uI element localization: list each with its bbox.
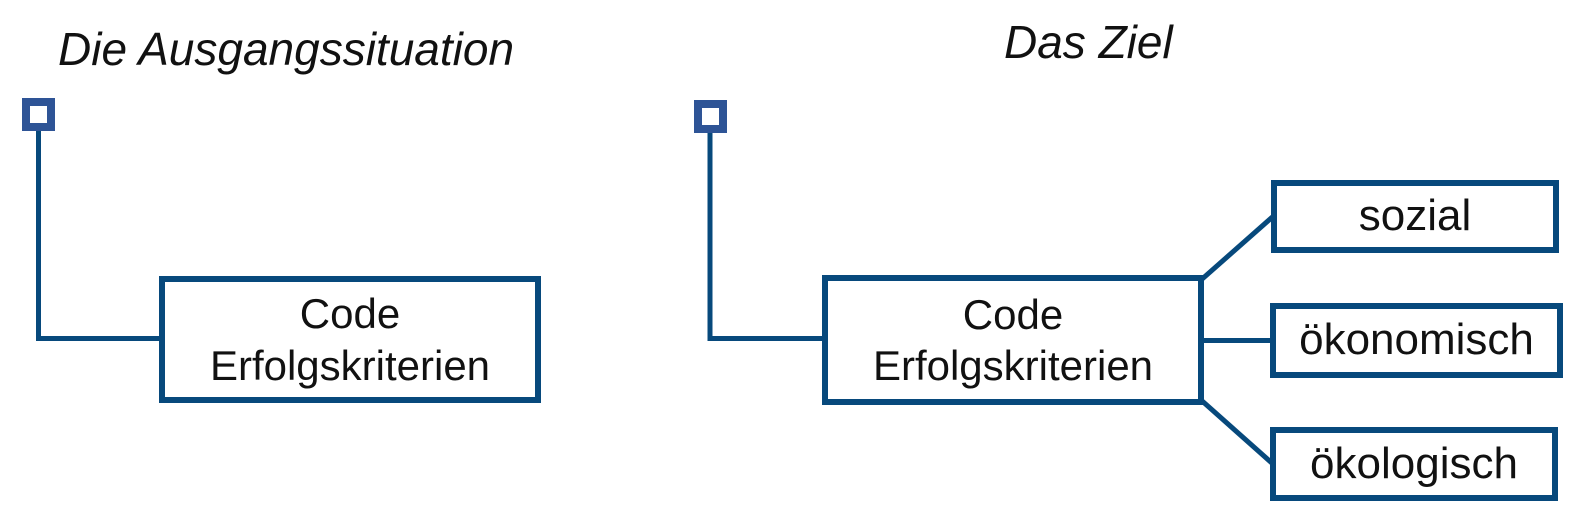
code-box-erfolgskriterien-left: Code Erfolgskriterien <box>159 276 541 403</box>
subcode-box-oekonomisch: ökonomisch <box>1270 303 1563 378</box>
code-system-root-icon <box>22 98 55 131</box>
subcode-box-oekologisch: ökologisch <box>1270 427 1558 501</box>
code-box-erfolgskriterien-right: Code Erfolgskriterien <box>822 275 1204 405</box>
right-diagram-title: Das Ziel <box>1004 16 1173 68</box>
left-diagram-title: Die Ausgangssituation <box>58 23 515 75</box>
code-system-root-icon <box>694 100 727 133</box>
subcode-box-sozial: sozial <box>1271 180 1559 253</box>
